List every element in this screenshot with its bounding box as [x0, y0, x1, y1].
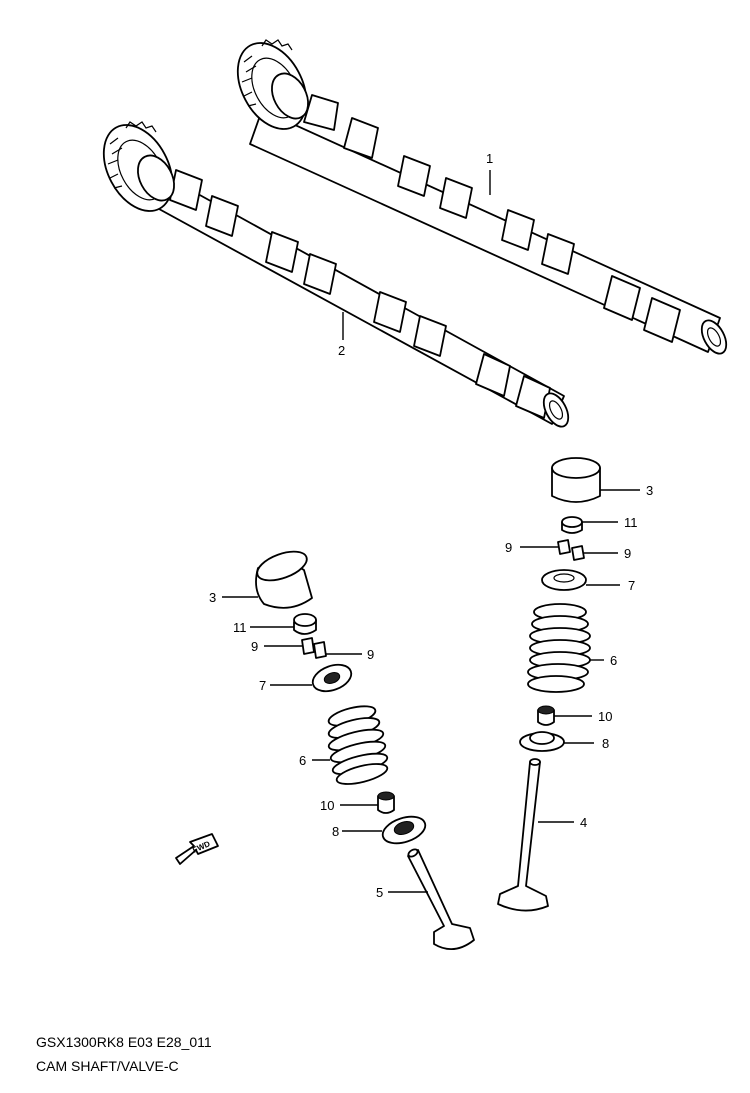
diagram-title: CAM SHAFT/VALVE-C: [36, 1058, 179, 1074]
retainer-left: [311, 663, 353, 693]
callout-6-left: 6: [299, 753, 306, 768]
callout-2: 2: [338, 343, 345, 358]
callout-9-right-a: 9: [505, 540, 512, 555]
callout-3-right: 3: [646, 483, 653, 498]
tappet-right: [551, 457, 601, 503]
callout-10-right: 10: [598, 709, 612, 724]
callout-3-left: 3: [209, 590, 216, 605]
cotter-left-b: [313, 641, 327, 659]
cotter-right-a: [557, 539, 571, 555]
callout-8-left: 8: [332, 824, 339, 839]
tappet-left: [255, 550, 313, 609]
callout-10-left: 10: [320, 798, 334, 813]
leader-lines: [222, 170, 640, 893]
shim-left: [293, 613, 317, 635]
shim-right: [561, 516, 583, 534]
callout-7-right: 7: [628, 578, 635, 593]
retainer-right: [541, 569, 587, 591]
right-valve-stack: [497, 457, 601, 912]
spring-seat-right: [519, 731, 565, 752]
callout-11-right: 11: [624, 515, 638, 530]
model-code: GSX1300RK8 E03 E28_011: [36, 1034, 212, 1050]
caption: GSX1300RK8 E03 E28_011 CAM SHAFT/VALVE-C: [36, 1034, 212, 1074]
cotter-right-b: [571, 545, 585, 561]
cotter-left-a: [301, 637, 315, 655]
camshaft-1: [236, 39, 728, 355]
callout-11-left: 11: [233, 620, 247, 635]
callout-5: 5: [376, 885, 383, 900]
callout-9-right-b: 9: [624, 546, 631, 561]
callout-1: 1: [486, 151, 493, 166]
spring-left: [327, 705, 389, 785]
stem-seal-right: [537, 705, 555, 726]
spring-seat-left: [381, 815, 427, 845]
stem-seal-left: [377, 791, 395, 814]
callout-8-right: 8: [602, 736, 609, 751]
left-valve-stack: [255, 550, 475, 950]
callouts: 1 2 3 11 9 9 7 6 10 8 4 3 11 9 9 7 6 10 …: [209, 151, 653, 900]
callout-9-left-b: 9: [367, 647, 374, 662]
intake-valve: [497, 758, 549, 912]
spring-right: [527, 603, 591, 693]
callout-6-right: 6: [610, 653, 617, 668]
exhaust-valve: [407, 848, 475, 950]
fwd-arrow: FWD: [175, 833, 219, 865]
callout-9-left-a: 9: [251, 639, 258, 654]
callout-4: 4: [580, 815, 587, 830]
callout-7-left: 7: [259, 678, 266, 693]
camshaft-2: [102, 121, 570, 428]
